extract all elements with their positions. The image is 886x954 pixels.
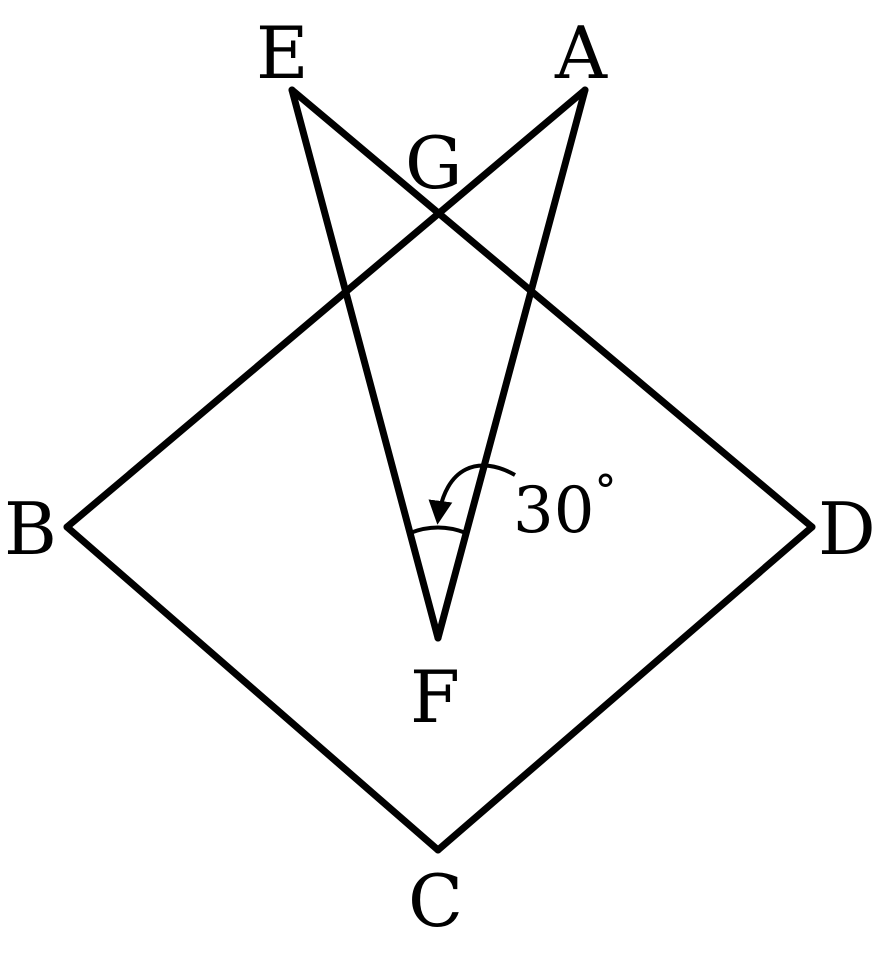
label-g: G	[405, 121, 463, 205]
angle-pointer-arrow	[428, 463, 516, 525]
angle-arc-f	[409, 525, 467, 535]
angle-value: 30	[513, 474, 594, 548]
label-e: E	[256, 11, 309, 95]
angle-value-label: 30°	[513, 466, 616, 548]
label-f: F	[410, 655, 460, 739]
label-c: C	[408, 859, 463, 943]
label-b: B	[4, 487, 57, 571]
angle-unit: °	[594, 466, 616, 517]
segment-fa	[434, 86, 589, 642]
segment-ab	[63, 86, 589, 531]
segment-ef	[288, 86, 442, 642]
segment-bc	[63, 523, 442, 854]
label-a: A	[554, 11, 608, 95]
segment-de	[288, 86, 816, 531]
segment-cd	[434, 523, 816, 854]
label-d: D	[818, 487, 876, 571]
